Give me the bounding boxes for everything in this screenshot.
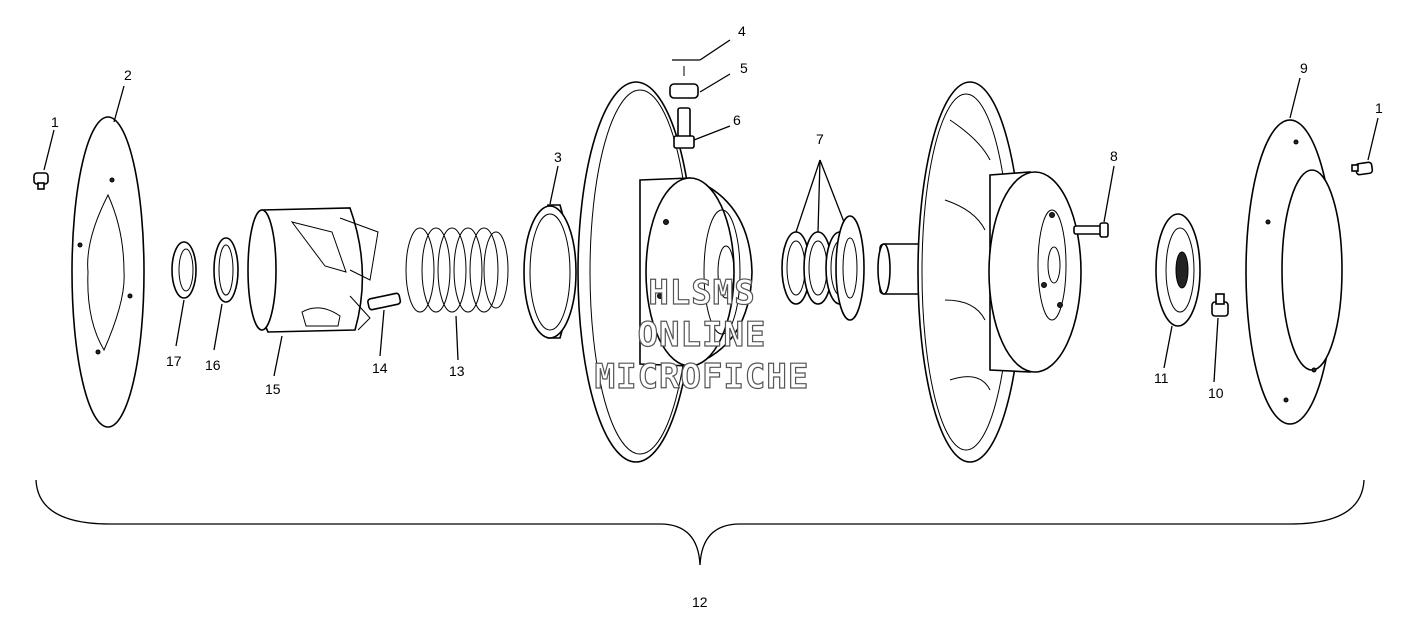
- callout-4: 4: [738, 23, 746, 39]
- part-1-screw-left: [33, 172, 49, 190]
- callout-7: 7: [816, 131, 824, 147]
- callout-15: 15: [265, 381, 281, 397]
- part-15-cam-housing: [247, 207, 379, 333]
- svg-text:ONLINE: ONLINE: [638, 315, 767, 355]
- part-2-cover-plate: [71, 116, 145, 428]
- callout-labels: 1 2 3 4 5 6 7 8 9 1 10 11 12 13 14 15 16…: [51, 23, 1383, 610]
- part-8-bolt: [1073, 222, 1109, 238]
- part-10-bolt: [1211, 293, 1229, 317]
- part-fixed-sheave: [577, 81, 753, 463]
- part-7-shims: [781, 215, 865, 321]
- callout-1-left: 1: [51, 114, 59, 130]
- callout-12: 12: [692, 594, 708, 610]
- part-3-ring: [523, 204, 577, 339]
- part-moveable-sheave: [877, 81, 1082, 463]
- callout-2: 2: [124, 67, 132, 83]
- svg-text:MICROFICHE: MICROFICHE: [595, 357, 810, 397]
- part-11-bearing: [1155, 213, 1201, 327]
- callout-13: 13: [449, 363, 465, 379]
- part-6-pin: [673, 107, 695, 149]
- svg-text:HLSMS: HLSMS: [648, 273, 755, 313]
- part-5-roller: [669, 83, 699, 99]
- part-9-outer-cover: [1245, 119, 1343, 425]
- callout-9: 9: [1300, 60, 1308, 76]
- callout-3: 3: [554, 149, 562, 165]
- callout-6: 6: [733, 112, 741, 128]
- part-16-washer: [213, 237, 239, 303]
- callout-8: 8: [1110, 148, 1118, 164]
- part-4-washer: [672, 59, 700, 76]
- leader-lines: [43, 39, 1379, 383]
- assembly-bracket: [35, 479, 1365, 566]
- callout-11: 11: [1154, 370, 1169, 386]
- callout-17: 17: [166, 353, 182, 369]
- callout-10: 10: [1208, 385, 1224, 401]
- callout-1-right: 1: [1375, 100, 1383, 116]
- callout-14: 14: [372, 360, 388, 376]
- part-1-screw-right: [1351, 161, 1374, 176]
- part-14-key: [367, 292, 402, 311]
- callout-5: 5: [740, 60, 748, 76]
- watermark: HLSMS ONLINE MICROFICHE: [594, 272, 810, 397]
- part-17-ring: [171, 241, 197, 299]
- part-13-spring: [405, 227, 509, 313]
- callout-16: 16: [205, 357, 221, 373]
